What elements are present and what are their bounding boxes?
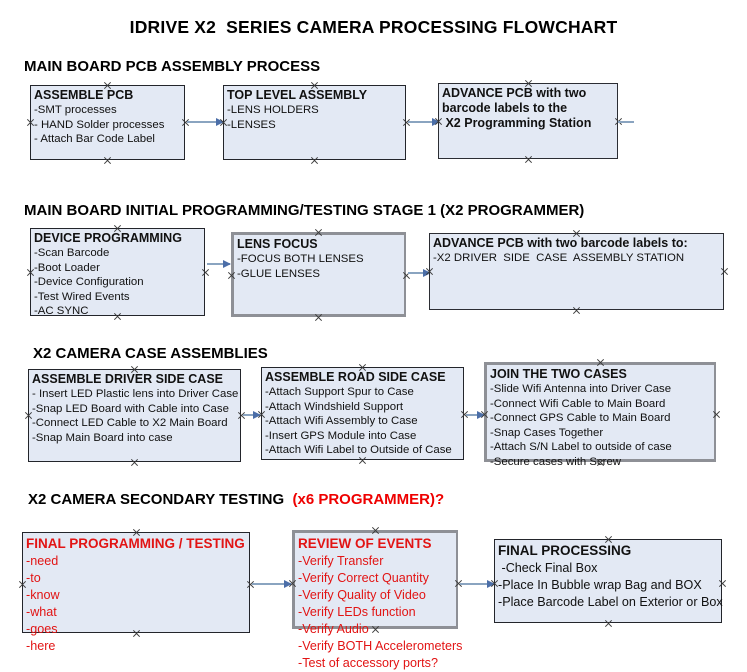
box-line: -Test Wired Events [34,290,130,303]
arrow-head-icon [487,580,495,588]
flow-box-final-processing[interactable]: FINAL PROCESSING -Check Final Box -Place… [494,539,723,623]
box-line: -SMT processes [34,104,117,116]
arrow-head-icon [432,118,440,126]
box-line: -Secure cases with Screw [490,455,622,468]
arrow-head-icon [284,580,292,588]
box-line: -LENSES [227,118,276,131]
connector-review-of-events-to-final-processing [460,580,495,588]
box-line: - Attach Bar Code Label [34,133,155,146]
section-heading-main-board-initial-programming: MAIN BOARD INITIAL PROGRAMMING/TESTING S… [24,202,584,219]
box-title: REVIEW OF EVENTS [298,536,432,551]
box-line: -Connect Wifi Cable to Main Board [490,397,666,410]
flow-box-device-programming[interactable]: DEVICE PROGRAMMING -Scan Barcode -Boot L… [30,228,205,318]
box-line: -what [26,605,57,619]
box-line-overflow: -Test of accessory ports? [298,656,438,670]
flow-box-review-of-events[interactable]: REVIEW OF EVENTS -Verify Transfer -Verif… [292,530,462,670]
box-line: -Attach Wifi Label to Outside of Case [265,444,452,457]
box-line: - Insert LED Plastic lens into Driver Ca… [32,388,239,400]
box-line: -Snap LED Board with Cable into Case [32,402,229,415]
box-title-cont: X2 Programming Station [442,116,592,130]
box-line: -AC SYNC [34,305,89,318]
box-line: -Snap Cases Together [490,426,604,439]
box-line: -need [26,554,59,568]
section-heading-x2-camera-secondary-testing: X2 CAMERA SECONDARY TESTING (x6 PROGRAMM… [28,491,444,508]
box-line: -Connect LED Cable to X2 Main Board [32,417,228,430]
box-title: ASSEMBLE ROAD SIDE CASE [265,370,446,384]
box-line: -Connect GPS Cable to Main Board [490,412,671,425]
box-line: -GLUE LENSES [237,267,320,280]
flow-box-assemble-pcb[interactable]: ASSEMBLE PCB -SMT processes - HAND Solde… [30,85,185,160]
box-line: -Verify Audio [298,622,369,636]
section-heading-x2-camera-case-assemblies: X2 CAMERA CASE ASSEMBLIES [33,345,268,362]
connector-top-level-assembly-to-advance-pcb [408,118,440,126]
box-title: TOP LEVEL ASSEMBLY [227,88,368,102]
box-line: -Insert GPS Module into Case [265,429,417,442]
box-title: DEVICE PROGRAMMING [34,231,182,245]
arrow-head-icon [223,260,231,268]
section-heading-text: X2 CAMERA CASE ASSEMBLIES [33,345,268,362]
box-line: -Scan Barcode [34,247,110,259]
box-line: -X2 DRIVER SIDE CASE ASSEMBLY STATION [433,252,685,264]
box-line: -Verify Transfer [298,554,384,568]
section-heading-text: MAIN BOARD PCB ASSEMBLY PROCESS [24,58,321,75]
flow-box-top-level-assembly[interactable]: TOP LEVEL ASSEMBLY -LENS HOLDERS -LENSES [223,85,406,160]
flow-box-assemble-road-side-case[interactable]: ASSEMBLE ROAD SIDE CASE -Attach Support … [261,367,464,460]
box-line: -Snap Main Board into case [32,431,173,444]
box-line: -Verify Quality of Video [298,588,426,602]
section-heading-text: MAIN BOARD INITIAL PROGRAMMING/TESTING S… [24,202,585,219]
flow-box-assemble-driver-side-case[interactable]: ASSEMBLE DRIVER SIDE CASE - Insert LED P… [28,369,241,462]
box-line: -here [26,639,56,653]
box-line: -Device Configuration [34,276,144,289]
box-title-cont: barcode labels to the [442,101,568,115]
box-line: -Verify Correct Quantity [298,571,429,585]
box-line: -to [26,571,41,585]
flow-box-join-the-two-cases[interactable]: JOIN THE TWO CASES -Slide Wifi Antenna i… [484,362,716,468]
connector-stub-right [618,121,634,123]
flow-box-lens-focus[interactable]: LENS FOCUS -FOCUS BOTH LENSES -GLUE LENS… [231,232,406,317]
box-line: -Check Final Box [498,561,598,575]
box-line: -LENS HOLDERS [227,104,319,116]
connector-road-side-to-join-cases [466,411,485,419]
box-title: FINAL PROGRAMMING / TESTING [26,536,245,551]
connector-driver-side-to-road-side [243,411,261,419]
flow-box-final-programming-testing[interactable]: FINAL PROGRAMMING / TESTING -need -to -k… [22,532,250,653]
box-line: -Verify BOTH Accelerometers [298,639,463,653]
box-title: LENS FOCUS [237,237,318,251]
connector-final-programming-to-review-of-events [252,580,292,588]
box-line: -FOCUS BOTH LENSES [237,253,364,265]
box-line: -Verify LEDs function [298,605,416,619]
box-title: FINAL PROCESSING [498,543,632,558]
connector-lens-focus-to-advance-pcb [408,269,431,277]
box-line: -Attach Support Spur to Case [265,386,414,398]
box-line: -Slide Wifi Antenna into Driver Case [490,383,672,395]
box-title: ADVANCE PCB with two barcode labels to: [433,236,688,250]
arrow-head-icon [253,411,261,419]
box-title: JOIN THE TWO CASES [490,367,627,381]
flow-box-advance-pcb-to-x2-programming-station[interactable]: ADVANCE PCB with two barcode labels to t… [438,83,618,159]
box-line: - HAND Solder processes [34,118,165,131]
box-line: -Attach S/N Label to outside of case [490,441,672,454]
box-title: ASSEMBLE PCB [34,88,134,102]
box-title: ASSEMBLE DRIVER SIDE CASE [32,372,224,386]
box-line: -Boot Loader [34,261,100,274]
connector-device-programming-to-lens-focus [207,260,231,268]
box-line: -Attach Wifi Assembly to Case [265,415,418,428]
section-heading-main-board-pcb-assembly: MAIN BOARD PCB ASSEMBLY PROCESS [24,58,320,75]
box-line: -Place In Bubble wrap Bag and BOX [498,578,702,592]
arrow-head-icon [216,118,224,126]
section-heading-text: X2 CAMERA SECONDARY TESTING [28,491,293,508]
box-line: -goes [26,622,58,636]
section-heading-accent: (x6 PROGRAMMER)? [292,491,445,508]
arrow-head-icon [423,269,431,277]
box-line: -know [26,588,60,602]
page-title: IDRIVE X2 SERIES CAMERA PROCESSING FLOWC… [129,17,618,37]
arrow-head-icon [477,411,485,419]
box-line: -Place Barcode Label on Exterior or Box [498,595,723,609]
box-line: -Attach Windshield Support [265,400,404,413]
flow-box-advance-pcb-to-driver-side-case-station[interactable]: ADVANCE PCB with two barcode labels to: … [429,233,724,310]
box-title: ADVANCE PCB with two [442,86,587,100]
connector-assemble-pcb-to-top-level-assembly [187,118,224,126]
